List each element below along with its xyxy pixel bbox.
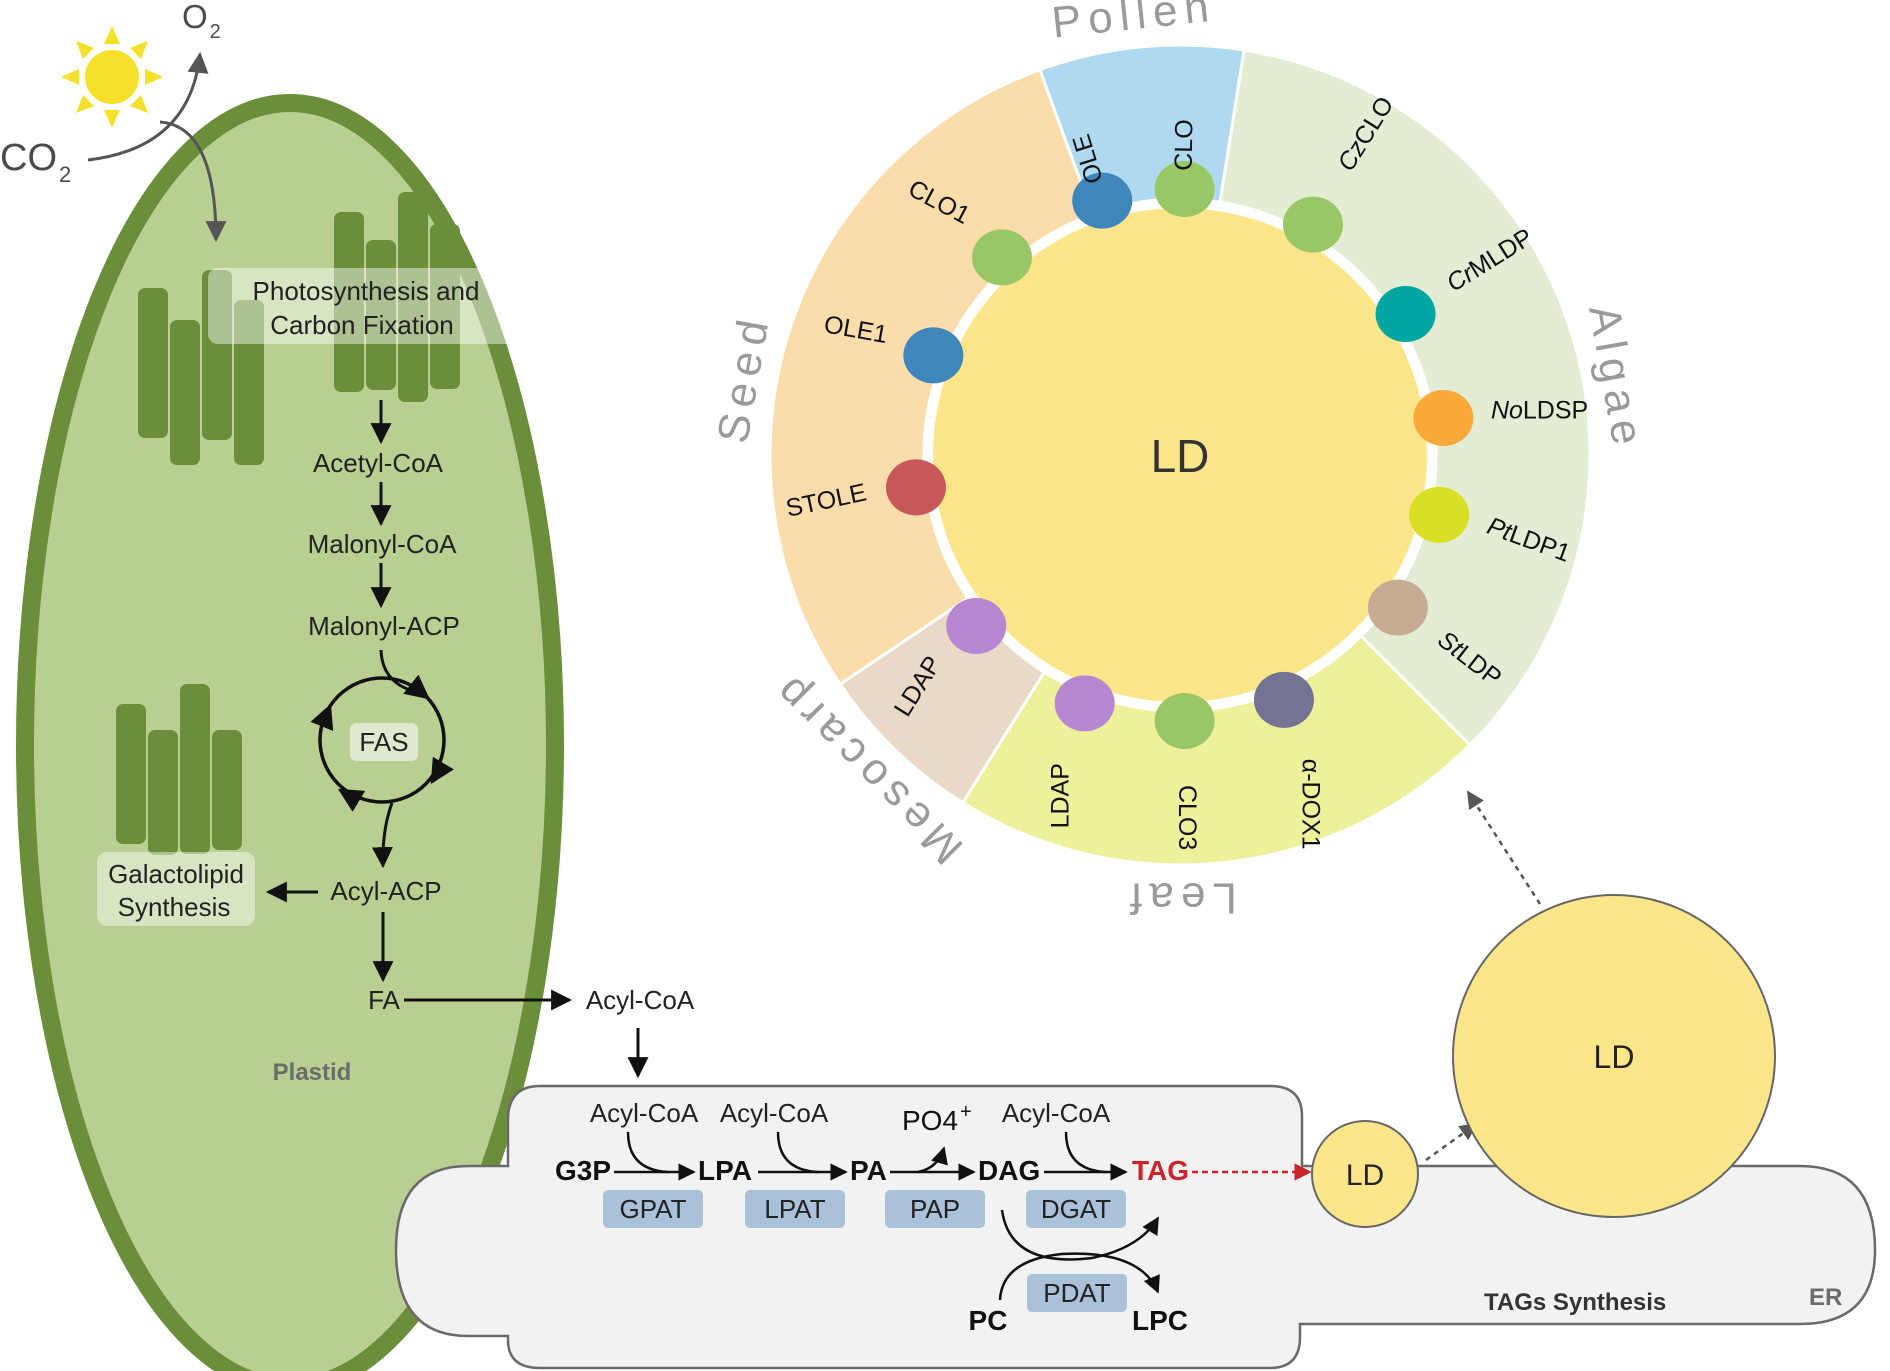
- protein-label-noldsp: NoLDSP: [1491, 396, 1588, 424]
- protein-dot-clo1: [972, 229, 1033, 286]
- lpat-box: [745, 1190, 845, 1228]
- protein-label-clo3: CLO3: [1173, 785, 1201, 850]
- fas-label: FAS: [359, 727, 408, 757]
- protein-dot-stldp: [1367, 579, 1428, 636]
- acyl-acp-label: Acyl-ACP: [330, 876, 441, 906]
- g3p-label: G3P: [555, 1155, 611, 1186]
- protein-dot-ptldp1: [1409, 486, 1470, 543]
- sector-label-seed: Seed: [708, 309, 779, 446]
- galactolipid-box: [97, 852, 255, 926]
- protein-dot-ole-pollen: [1072, 172, 1133, 229]
- protein-dot-stole: [885, 459, 946, 516]
- fa-label: FA: [368, 985, 400, 1015]
- tags-synthesis-label: TAGs Synthesis: [1484, 1289, 1666, 1316]
- protein-dot-ole1: [903, 327, 964, 384]
- pdat-label: PDAT: [1043, 1278, 1111, 1308]
- dgat-box: [1026, 1190, 1126, 1228]
- protein-dot-adox1: [1253, 671, 1314, 728]
- protein-label-ldap-leaf: LDAP: [1046, 763, 1074, 828]
- large-lipid-droplet: [1452, 894, 1776, 1218]
- er-flow-arrows: [614, 1131, 1160, 1301]
- er-label: ER: [1809, 1284, 1842, 1311]
- dgat-label: DGAT: [1041, 1194, 1111, 1224]
- sun-icon: [61, 26, 163, 128]
- dag-label: DAG: [978, 1155, 1040, 1186]
- protein-dot-noldsp: [1413, 389, 1474, 446]
- plastid-label: Plastid: [273, 1059, 352, 1086]
- protein-dot-clo3: [1154, 692, 1215, 749]
- protein-label-clo-pollen: CLO: [1170, 119, 1199, 171]
- sector-label-leaf: Leaf: [1123, 873, 1237, 922]
- small-lipid-droplet: [1311, 1120, 1419, 1228]
- malonyl-coa-label: Malonyl-CoA: [308, 529, 457, 559]
- thylakoid-stack: [334, 192, 460, 402]
- er-membrane: [394, 1084, 1877, 1370]
- sector-label-pollen: Pollen: [1049, 0, 1218, 48]
- protein-dot-czclo: [1283, 196, 1343, 253]
- pa-label: PA: [850, 1155, 887, 1186]
- photosynthesis-label: Photosynthesis and: [253, 276, 480, 306]
- wheel-ld-core: [933, 208, 1427, 702]
- thylakoid-stack: [116, 684, 242, 855]
- protein-dot-ldap-leaf: [1054, 675, 1115, 732]
- galactolipid-label: Galactolipid: [108, 859, 244, 889]
- lpc-label: LPC: [1132, 1305, 1188, 1336]
- lpat-label: LPAT: [764, 1194, 825, 1224]
- thylakoid-stack: [138, 270, 264, 465]
- lpa-label: LPA: [698, 1155, 752, 1186]
- gpat-label: GPAT: [620, 1194, 687, 1224]
- plastid-flow-arrows: [265, 400, 573, 1011]
- acyl-coa-2-label: Acyl-CoA: [720, 1098, 829, 1128]
- acetyl-coa-label: Acetyl-CoA: [313, 448, 444, 478]
- protein-dot-ldap-meso: [946, 597, 1007, 654]
- gpat-box: [603, 1190, 703, 1228]
- po4-label: PO4+: [902, 1101, 972, 1136]
- photosynthesis-box: [208, 268, 524, 344]
- synthesis-label: Synthesis: [118, 892, 231, 922]
- malonyl-acp-label: Malonyl-ACP: [308, 611, 460, 641]
- co2-label: CO2: [0, 137, 71, 187]
- pdat-box: [1027, 1274, 1127, 1312]
- plastid: Photosynthesis and Carbon Fixation Galac…: [0, 0, 573, 1371]
- fas-box: [350, 723, 418, 761]
- tag-label: TAG: [1132, 1155, 1189, 1186]
- small-to-large-ld-arrow: [1425, 1122, 1478, 1162]
- wheel-ld-label: LD: [1151, 430, 1210, 482]
- gas-exchange-arrow: [87, 51, 209, 162]
- acyl-coa-1-label: Acyl-CoA: [590, 1098, 699, 1128]
- carbon-fixation-label: Carbon Fixation: [270, 310, 454, 340]
- protein-label-adox1: α-DOX1: [1296, 759, 1324, 850]
- pc-label: PC: [969, 1305, 1008, 1336]
- acyl-coa-export-label: Acyl-CoA: [586, 985, 695, 1015]
- acyl-coa-3-label: Acyl-CoA: [1002, 1098, 1111, 1128]
- pap-label: PAP: [910, 1194, 960, 1224]
- large-ld-label: LD: [1594, 1039, 1635, 1075]
- protein-dot-crmldp: [1375, 286, 1436, 343]
- pap-box: [885, 1190, 985, 1228]
- protein-dot-clo-pollen: [1154, 161, 1215, 218]
- fas-cycle: [318, 676, 446, 804]
- small-ld-label: LD: [1346, 1159, 1384, 1192]
- ld-to-wheel-arrow: [1466, 790, 1542, 905]
- co2-uptake-arrow: [159, 120, 227, 243]
- endoplasmic-reticulum: Acyl-CoA Acyl-CoA Acyl-CoA PO4+ G3P LPA …: [394, 1084, 1877, 1370]
